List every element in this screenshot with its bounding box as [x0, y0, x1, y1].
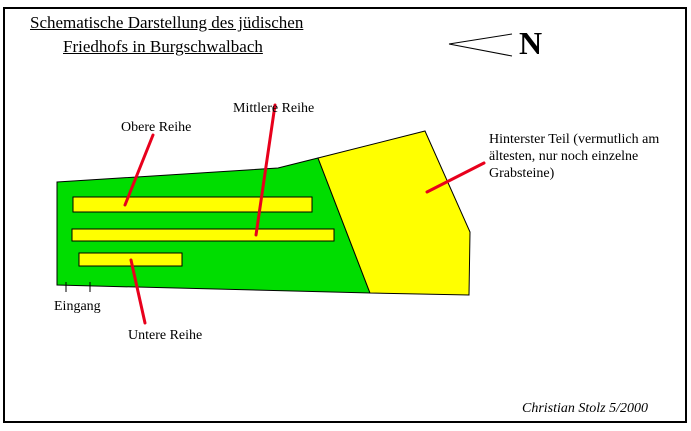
label-entrance: Eingang	[54, 299, 101, 314]
label-rear-section: Hinterster Teil (vermutlich am ältesten,…	[489, 132, 660, 181]
label-lower-row: Untere Reihe	[128, 328, 203, 343]
upper-row	[72, 196, 313, 213]
pointer-lower-row	[129, 258, 147, 325]
title-line-1: Schematische Darstellung des jüdischen	[30, 13, 304, 32]
pointer-middle-row	[254, 103, 277, 237]
label-middle-row: Mittlere Reihe	[233, 101, 315, 116]
pointer-rear-section	[425, 161, 486, 194]
rear-section-area	[317, 130, 471, 296]
label-upper-row: Obere Reihe	[121, 120, 192, 135]
author-signature: Christian Stolz 5/2000	[522, 401, 649, 416]
middle-row	[71, 228, 335, 242]
north-arrow-icon	[448, 33, 513, 57]
title-line-2: Friedhofs in Burgschwalbach	[63, 37, 263, 56]
pointer-upper-row	[123, 133, 155, 207]
diagram-frame	[3, 7, 687, 423]
cemetery-main-area	[56, 157, 371, 294]
north-label: N	[519, 25, 543, 61]
